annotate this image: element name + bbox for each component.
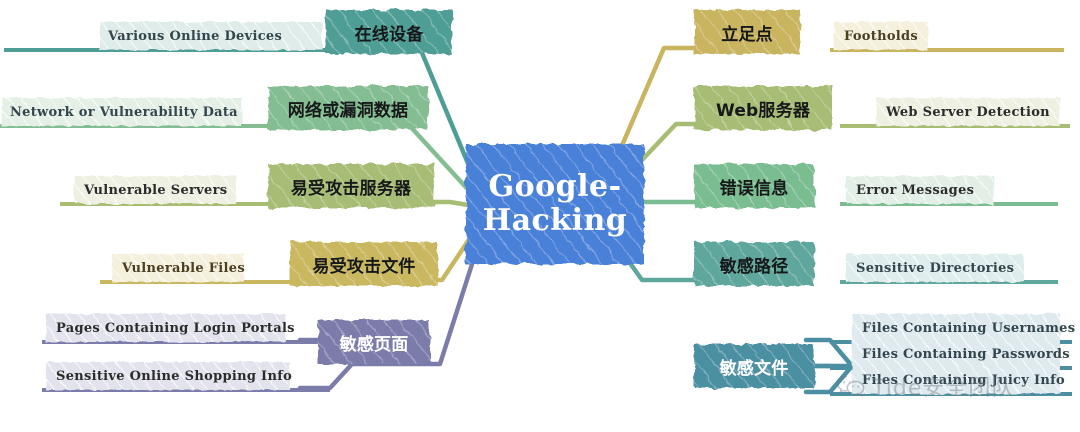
node-block-online-devices [326, 10, 452, 54]
leaf-bg-footholds [834, 22, 928, 50]
node-block-vulnerable-servers [268, 164, 434, 208]
node-network-vuln-data[interactable]: 网络或漏洞数据 [287, 100, 409, 121]
node-error-messages[interactable]: 错误信息 [719, 178, 789, 199]
node-sensitive-directories[interactable]: 敏感路径 [719, 256, 789, 277]
leaf-files-containing-usernames[interactable]: Files Containing Usernames [862, 320, 1076, 336]
node-block-sensitive-files [694, 344, 814, 388]
leaf-network-or-vulnerability-data[interactable]: Network or Vulnerability Data [10, 104, 238, 120]
node-block-error-messages [694, 164, 814, 208]
node-footholds[interactable]: 立足点 [721, 24, 773, 45]
node-block-web-server [694, 86, 832, 130]
node-sensitive-pages[interactable]: 敏感页面 [339, 334, 409, 355]
leaf-bg-various-online-devices [100, 22, 322, 50]
leaf-vulnerable-servers[interactable]: Vulnerable Servers [84, 182, 228, 198]
node-web-server[interactable]: Web服务器 [715, 100, 811, 121]
center-node-line2: Hacking [482, 203, 628, 238]
leaf-files-containing-juicy-info[interactable]: Files Containing Juicy Info [862, 372, 1065, 388]
leaf-sensitive-online-shopping-info[interactable]: Sensitive Online Shopping Info [56, 368, 293, 384]
node-block-footholds [694, 10, 800, 54]
leaf-web-server-detection[interactable]: Web Server Detection [886, 104, 1050, 120]
leaf-bg-vulnerable-files [112, 254, 244, 282]
leaf-various-online-devices[interactable]: Various Online Devices [108, 28, 283, 44]
node-block-sensitive-directories [694, 242, 814, 286]
leaf-sensitive-directories[interactable]: Sensitive Directories [856, 260, 1015, 276]
node-vulnerable-servers[interactable]: 易受攻击服务器 [290, 178, 412, 199]
leaf-footholds[interactable]: Footholds [844, 28, 919, 44]
center-node-line1: Google- [488, 169, 622, 205]
leaf-bg-files-juicy [852, 366, 1060, 394]
node-blocks [268, 10, 832, 388]
leaf-bg-sensitive-directories [846, 254, 1024, 282]
leaf-pages-containing-login-portals[interactable]: Pages Containing Login Portals [56, 320, 295, 336]
leaf-bg-vulnerable-servers [74, 176, 236, 204]
leaf-bg-shopping-info [46, 362, 290, 390]
leaf-bg-files-usernames [852, 314, 1060, 342]
leaf-bg-network-vuln-data [2, 98, 242, 126]
node-online-devices[interactable]: 在线设备 [354, 24, 424, 45]
leaf-bg-files-passwords [852, 340, 1060, 368]
node-block-network-vuln-data [268, 86, 428, 130]
leaf-bg-login-portals [46, 314, 286, 342]
leaf-bg-web-server-detection [876, 98, 1060, 126]
node-block-center [466, 144, 644, 264]
node-sensitive-files[interactable]: 敏感文件 [719, 358, 789, 379]
center-node[interactable]: Google- Hacking [466, 144, 644, 264]
leaf-error-messages[interactable]: Error Messages [856, 182, 975, 198]
leaf-files-containing-passwords[interactable]: Files Containing Passwords [862, 346, 1070, 362]
leaf-vulnerable-files[interactable]: Vulnerable Files [122, 260, 245, 276]
node-block-sensitive-pages [318, 320, 430, 364]
node-block-vulnerable-files [290, 242, 438, 286]
leaf-bg-error-messages [846, 176, 994, 204]
leaf-backgrounds [2, 22, 1060, 394]
node-vulnerable-files[interactable]: 易受攻击文件 [312, 256, 416, 277]
